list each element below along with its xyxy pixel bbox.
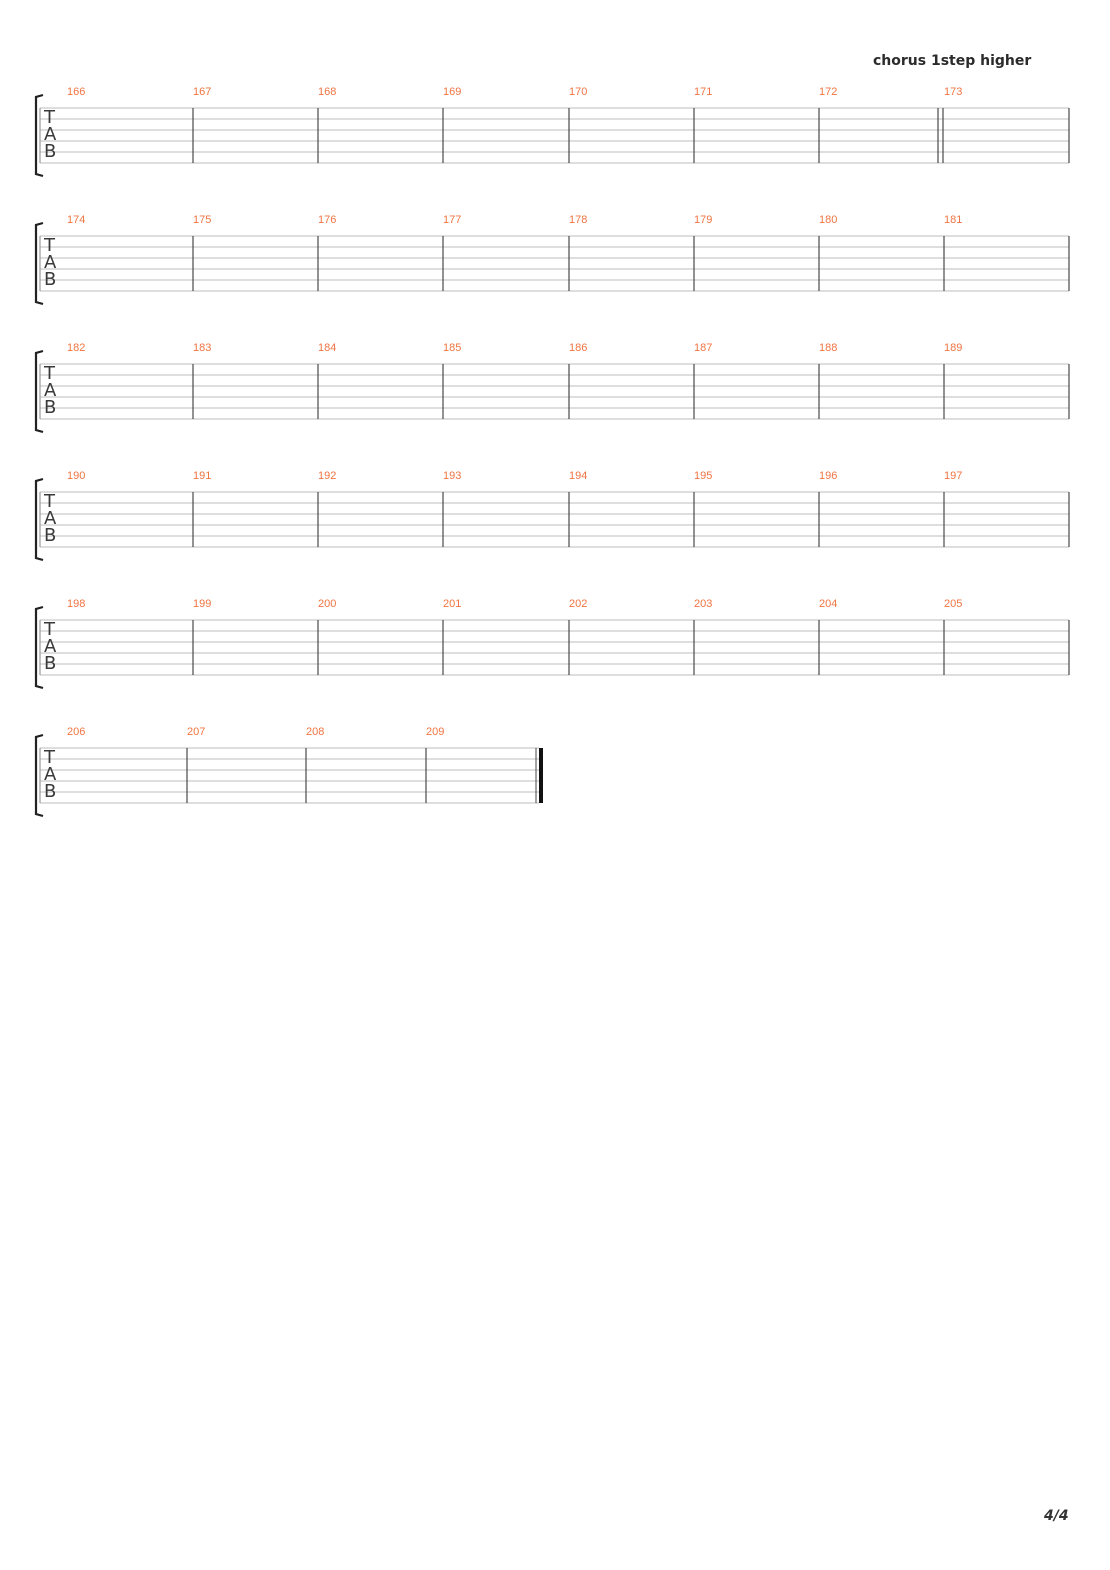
bar-number: 207	[187, 726, 205, 738]
bar-number: 180	[819, 214, 837, 226]
bar-number: 171	[694, 86, 712, 98]
tab-system: TAB 166 167 168 169 170 171 172 173	[34, 86, 1070, 178]
bar-number: 193	[443, 470, 461, 482]
bar-number: 209	[426, 726, 444, 738]
tab-clef-letter: T	[43, 747, 56, 768]
system-bracket	[34, 221, 44, 306]
bar-number: 204	[819, 598, 837, 610]
bar-number: 198	[67, 598, 85, 610]
bar-number: 169	[443, 86, 461, 98]
bar-number: 168	[318, 86, 336, 98]
system-bracket	[34, 349, 44, 434]
bar-number: 178	[569, 214, 587, 226]
tab-clef-letter: T	[43, 491, 56, 512]
tab-system: TAB 206 207 208 209	[34, 726, 543, 818]
bar-number: 166	[67, 86, 85, 98]
bar-number: 201	[443, 598, 461, 610]
system-bracket	[34, 477, 44, 562]
bar-number: 206	[67, 726, 85, 738]
tab-clef-letter: T	[43, 619, 56, 640]
bar-number: 177	[443, 214, 461, 226]
bar-number: 208	[306, 726, 324, 738]
tab-clef-letter: A	[44, 764, 57, 785]
tab-clef-letter: B	[44, 781, 56, 802]
tab-clef-letter: B	[44, 397, 56, 418]
bar-number: 167	[193, 86, 211, 98]
tab-clef-letter: B	[44, 525, 56, 546]
tab-system: TAB 198 199 200 201 202 203 204 205	[34, 598, 1070, 690]
bar-number: 174	[67, 214, 85, 226]
bar-number: 182	[67, 342, 85, 354]
tab-clef-letter: T	[43, 107, 56, 128]
bar-number: 189	[944, 342, 962, 354]
tab-system: TAB 174 175 176 177 178 179 180 181	[34, 214, 1070, 306]
bar-number: 170	[569, 86, 587, 98]
system-bracket	[34, 605, 44, 690]
system-bracket	[34, 733, 44, 818]
bar-number: 192	[318, 470, 336, 482]
bar-number: 195	[694, 470, 712, 482]
bar-number: 190	[67, 470, 85, 482]
tab-clef-letter: A	[44, 508, 57, 529]
tab-clef-letter: B	[44, 141, 56, 162]
bar-number: 186	[569, 342, 587, 354]
tab-clef-letter: A	[44, 124, 57, 145]
bar-number: 179	[694, 214, 712, 226]
section-marker-text: chorus 1step higher	[873, 53, 1032, 69]
tab-clef-letter: A	[44, 252, 57, 273]
bar-number: 202	[569, 598, 587, 610]
bar-number: 200	[318, 598, 336, 610]
bar-number: 172	[819, 86, 837, 98]
bar-number: 176	[318, 214, 336, 226]
bar-number: 173	[944, 86, 962, 98]
bar-number: 184	[318, 342, 336, 354]
bar-number: 205	[944, 598, 962, 610]
tab-clef-letter: B	[44, 653, 56, 674]
bar-number: 183	[193, 342, 211, 354]
bar-number: 197	[944, 470, 962, 482]
tab-system: TAB 182 183 184 185 186 187 188 189	[34, 342, 1070, 434]
bar-number: 194	[569, 470, 587, 482]
bar-number: 199	[193, 598, 211, 610]
tab-clef-letter: A	[44, 636, 57, 657]
bar-number: 175	[193, 214, 211, 226]
page-number: 4/4	[1044, 1508, 1069, 1524]
bar-number: 203	[694, 598, 712, 610]
bar-number: 196	[819, 470, 837, 482]
tab-clef-letter: T	[43, 235, 56, 256]
tab-clef-letter: B	[44, 269, 56, 290]
bar-number: 185	[443, 342, 461, 354]
tab-system: TAB 190 191 192 193 194 195 196 197	[34, 470, 1070, 562]
bar-number: 187	[694, 342, 712, 354]
tab-clef-letter: A	[44, 380, 57, 401]
tab-clef-letter: T	[43, 363, 56, 384]
bar-number: 181	[944, 214, 962, 226]
bar-number: 191	[193, 470, 211, 482]
system-bracket	[34, 93, 44, 178]
bar-number: 188	[819, 342, 837, 354]
